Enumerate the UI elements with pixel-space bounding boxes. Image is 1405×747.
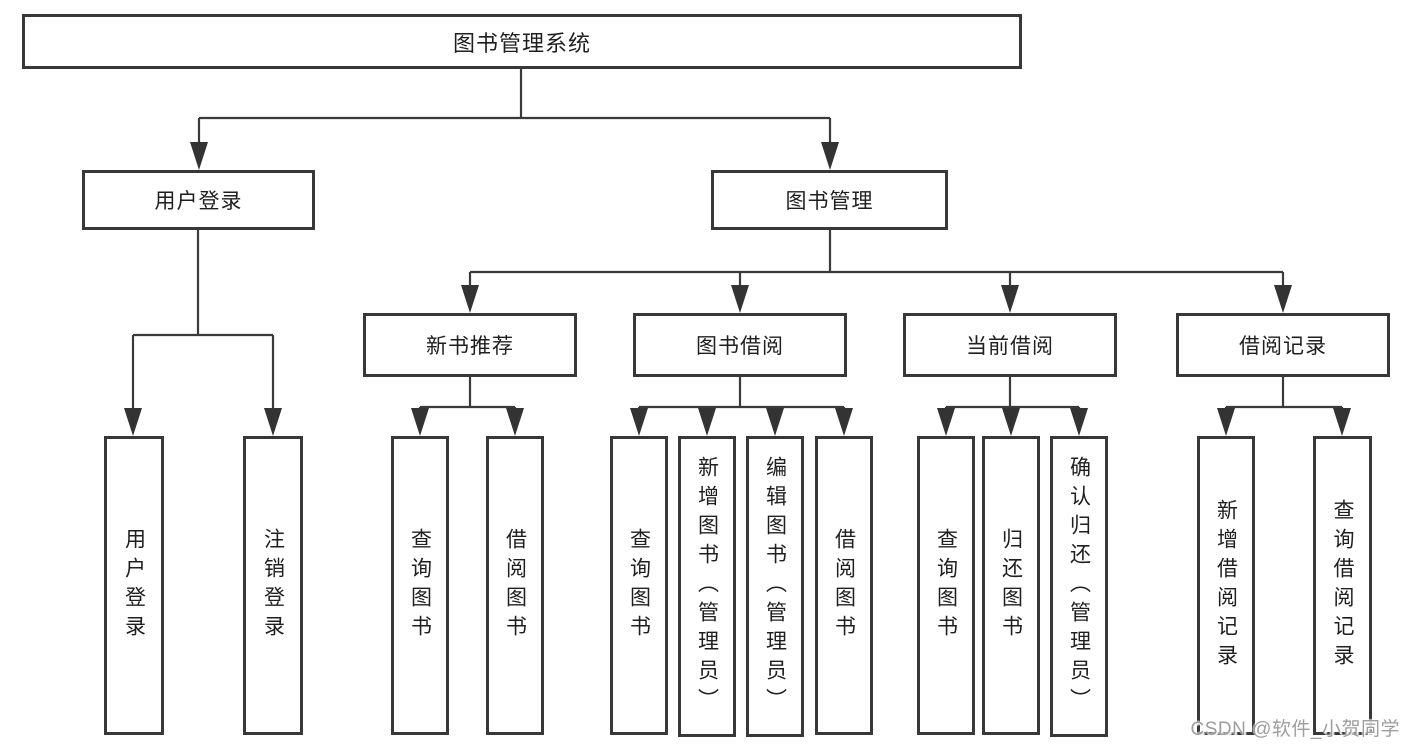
node-label: 图书管理 [785, 190, 874, 213]
node-label: 新增借阅记录 [1214, 498, 1238, 673]
leaf-logout: 注销登录 [243, 436, 303, 735]
node-current-borrowing: 当前借阅 [903, 313, 1117, 377]
leaf-query-borrow-record: 查询借阅记录 [1313, 436, 1372, 735]
node-label: 查询图书 [627, 527, 651, 644]
node-label: 查询图书 [934, 527, 958, 644]
leaf-query-books-borrowing: 查询图书 [610, 436, 668, 735]
leaf-confirm-return-admin: 确认归还（管理员） [1050, 436, 1108, 737]
node-label: 借阅图书 [832, 527, 856, 644]
leaf-edit-books-admin: 编辑图书（管理员） [746, 436, 804, 737]
leaf-query-books-recommend: 查询图书 [391, 436, 449, 735]
node-book-management: 图书管理 [711, 170, 948, 230]
leaf-borrow-books: 借阅图书 [815, 436, 873, 735]
node-borrowing-records: 借阅记录 [1176, 313, 1390, 377]
node-label: 查询借阅记录 [1331, 498, 1354, 673]
leaf-return-books: 归还图书 [982, 436, 1040, 735]
leaf-borrow-books-recommend: 借阅图书 [486, 436, 544, 735]
node-label: 查询图书 [408, 527, 432, 644]
node-label: 用户登录 [154, 190, 243, 213]
node-label: 注销登录 [261, 527, 285, 644]
node-label: 归还图书 [999, 527, 1023, 644]
leaf-add-books-admin: 新增图书（管理员） [678, 436, 736, 737]
node-book-borrowing: 图书借阅 [633, 313, 847, 377]
node-label: 新书推荐 [426, 335, 514, 358]
node-new-book-recommendation: 新书推荐 [363, 313, 577, 377]
node-label: 图书管理系统 [452, 30, 591, 56]
leaf-add-borrow-record: 新增借阅记录 [1197, 436, 1255, 735]
node-label: 新增图书（管理员） [695, 456, 719, 717]
node-label: 当前借阅 [966, 335, 1054, 358]
node-label: 用户登录 [122, 527, 146, 644]
node-library-management-system: 图书管理系统 [22, 14, 1022, 69]
leaf-query-books-current: 查询图书 [917, 436, 975, 735]
node-label: 借阅图书 [503, 527, 527, 644]
node-label: 图书借阅 [696, 335, 784, 358]
watermark: CSDN @软件_小贺同学 [1190, 719, 1400, 740]
leaf-user-login: 用户登录 [104, 436, 164, 735]
node-label: 确认归还（管理员） [1067, 456, 1091, 717]
node-label: 借阅记录 [1239, 335, 1327, 358]
node-label: 编辑图书（管理员） [763, 456, 787, 717]
arrowhead-icons [124, 142, 1351, 436]
node-user-login: 用户登录 [82, 170, 315, 230]
